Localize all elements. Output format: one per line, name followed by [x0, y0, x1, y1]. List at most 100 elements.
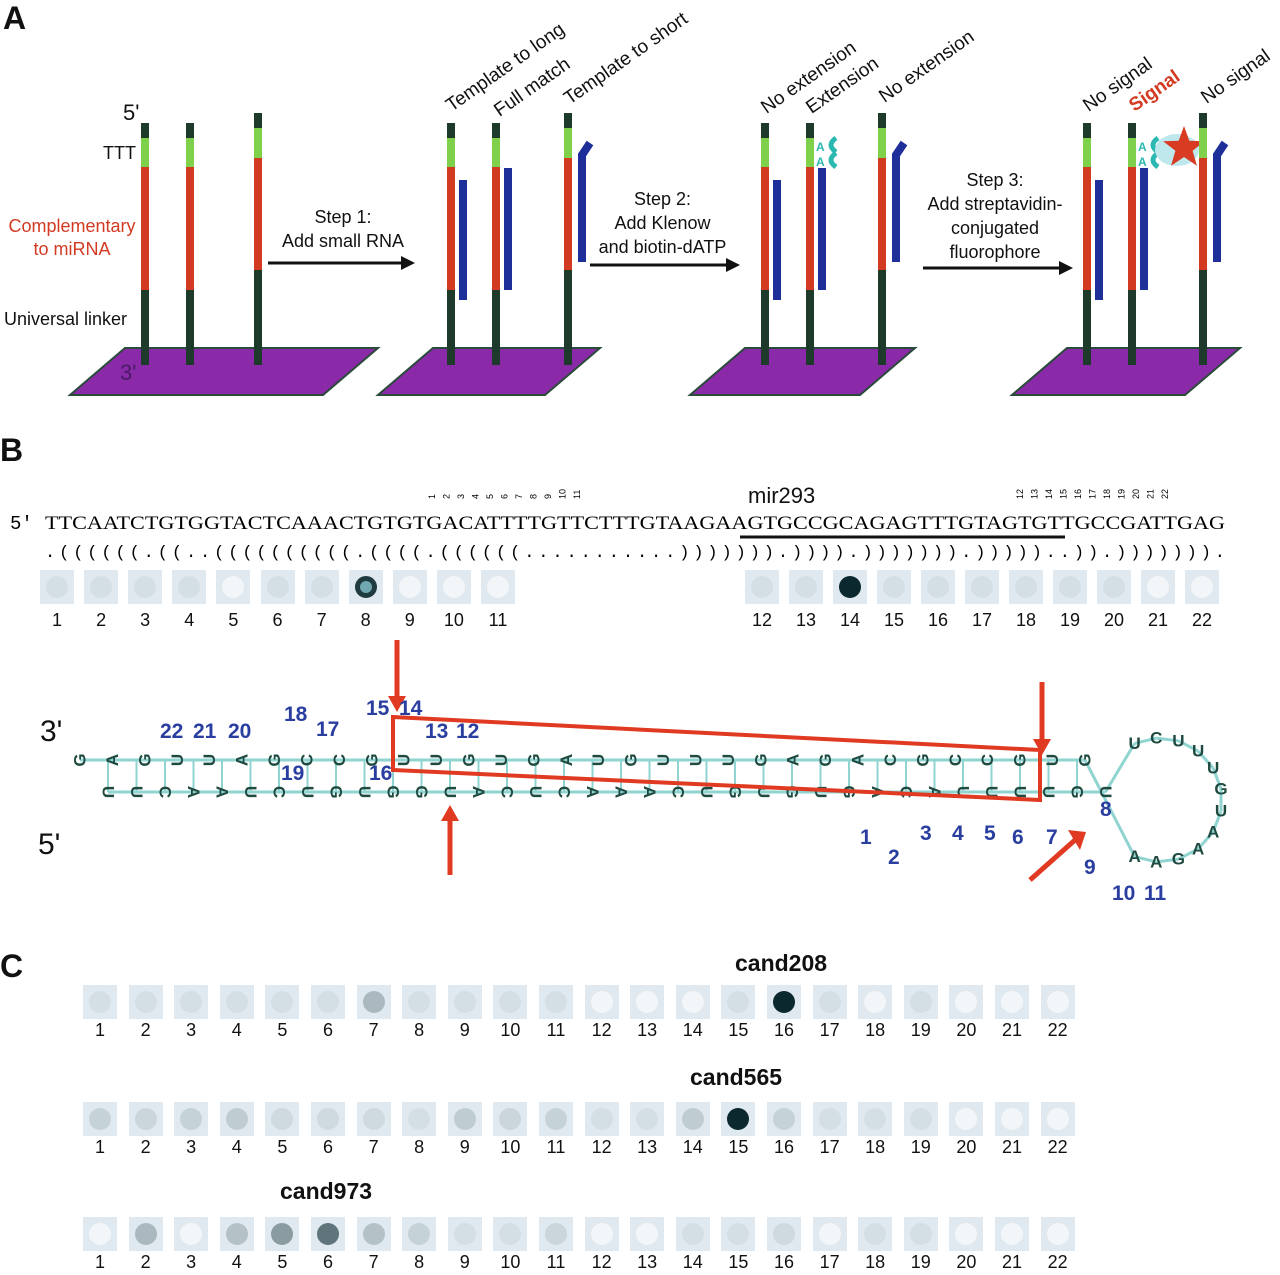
spot-signal: [1103, 576, 1125, 598]
probe-position-label: 9: [1084, 856, 1096, 879]
nucleotide: A: [469, 786, 488, 798]
step3-text1: Add streptavidin-: [927, 194, 1063, 214]
nucleotide: G: [1068, 785, 1087, 798]
array-spot: [833, 570, 867, 604]
small-rna: [578, 140, 594, 262]
spot-number: 16: [773, 1137, 795, 1157]
probe-ttt: [1199, 128, 1207, 158]
spot-number: 1: [51, 610, 62, 630]
spot-number: 9: [459, 1252, 470, 1272]
spot-number: 14: [682, 1137, 703, 1157]
array-spot: [903, 985, 938, 1019]
probe-complementary: [878, 158, 886, 270]
spot-number: 21: [1147, 610, 1169, 630]
nucleotide: C: [297, 754, 316, 766]
spot-signal: [266, 576, 289, 598]
array-spot: [83, 985, 117, 1019]
probe-position-label: 7: [1046, 826, 1058, 849]
spot-number: 9: [459, 1020, 470, 1040]
spot-number: 17: [971, 610, 993, 630]
nucleotide: U: [687, 754, 706, 766]
probe-complementary: [492, 167, 500, 290]
probe-position-label: 1: [860, 826, 872, 849]
array-spot: [995, 985, 1029, 1019]
spot-signal: [134, 1223, 157, 1245]
complementary-line2: to miRNA: [33, 239, 111, 259]
spot-signal: [818, 991, 841, 1013]
spot-signal: [362, 1108, 385, 1130]
nucleotide: C: [270, 786, 289, 798]
spot-number: 19: [910, 1252, 931, 1272]
nucleotide: A: [612, 786, 631, 798]
spot-signal: [883, 576, 905, 598]
array-spot: [304, 570, 339, 604]
small-rna: [459, 180, 467, 300]
nucleotide: U: [982, 786, 1001, 798]
spot-number: 20: [1103, 610, 1125, 630]
backbone: [1134, 855, 1157, 864]
probe-complementary: [1083, 167, 1091, 290]
spot-number: 10: [500, 1252, 521, 1272]
backbone: [1156, 736, 1179, 743]
backbone: [1197, 831, 1215, 850]
small-rna: [1213, 140, 1229, 262]
spot-signal: [590, 991, 613, 1013]
array-spot: [84, 570, 119, 604]
spot-signal: [636, 1223, 659, 1245]
array-spot: [858, 1217, 893, 1251]
array-spot: [260, 570, 295, 604]
array-spot: [128, 570, 163, 604]
nucleotide: A: [233, 754, 252, 766]
probe-complementary: [761, 167, 769, 290]
probe-position-label: 4: [952, 822, 964, 845]
nucleotide: A: [213, 786, 232, 798]
spot-number: 21: [1001, 1020, 1023, 1040]
array-spot: [812, 1217, 847, 1251]
spot-number: 22: [1191, 610, 1213, 630]
array-spot: [174, 1217, 209, 1251]
nucleotide: A: [640, 786, 659, 798]
spot-signal: [1015, 576, 1037, 598]
array-surface: [375, 347, 603, 396]
spot-signal: [89, 1108, 111, 1130]
array-spot: [311, 1102, 345, 1136]
array-spot: [402, 1102, 437, 1136]
spot-number: 11: [546, 1137, 566, 1157]
spot-signal: [636, 991, 659, 1013]
spot-signal: [225, 991, 248, 1013]
spot-number: 18: [865, 1252, 886, 1272]
nucleotide: U: [1192, 742, 1204, 761]
nucleotide: U: [1215, 802, 1227, 821]
nucleotide: U: [526, 786, 545, 798]
spot-number: 8: [414, 1137, 425, 1157]
probe-complementary: [186, 167, 194, 290]
tick-number: 17: [1088, 489, 1098, 499]
spot-number: 16: [927, 610, 949, 630]
nucleotide: G: [71, 753, 90, 766]
spot-signal: [225, 1108, 248, 1130]
spot-number: 2: [96, 610, 107, 630]
array-spot: [356, 985, 391, 1019]
array-spot: [493, 985, 528, 1019]
spot-number: 6: [272, 610, 283, 630]
arrow-head-icon: [1059, 261, 1073, 275]
spot-number: 20: [956, 1252, 977, 1272]
tick-number: 2: [442, 494, 452, 499]
probe-position-label: 8: [1100, 798, 1112, 821]
array-spot: [767, 1102, 801, 1136]
spot-signal: [773, 1223, 795, 1245]
hairpin-five-prime: 5': [38, 828, 61, 861]
probe-position-label: 17: [316, 718, 340, 741]
biotin-icon: [828, 135, 838, 155]
biotin-icon: [828, 150, 838, 170]
spot-number: 6: [322, 1137, 333, 1157]
spot-signal: [317, 1108, 339, 1130]
spot-number: 12: [591, 1020, 612, 1040]
nucleotide: U: [298, 786, 317, 798]
small-rna: [892, 140, 908, 262]
sequence-prefix: 5': [10, 513, 33, 535]
nucleotide: C: [555, 786, 574, 798]
array-spot: [311, 985, 345, 1019]
spot-number: 5: [277, 1252, 288, 1272]
